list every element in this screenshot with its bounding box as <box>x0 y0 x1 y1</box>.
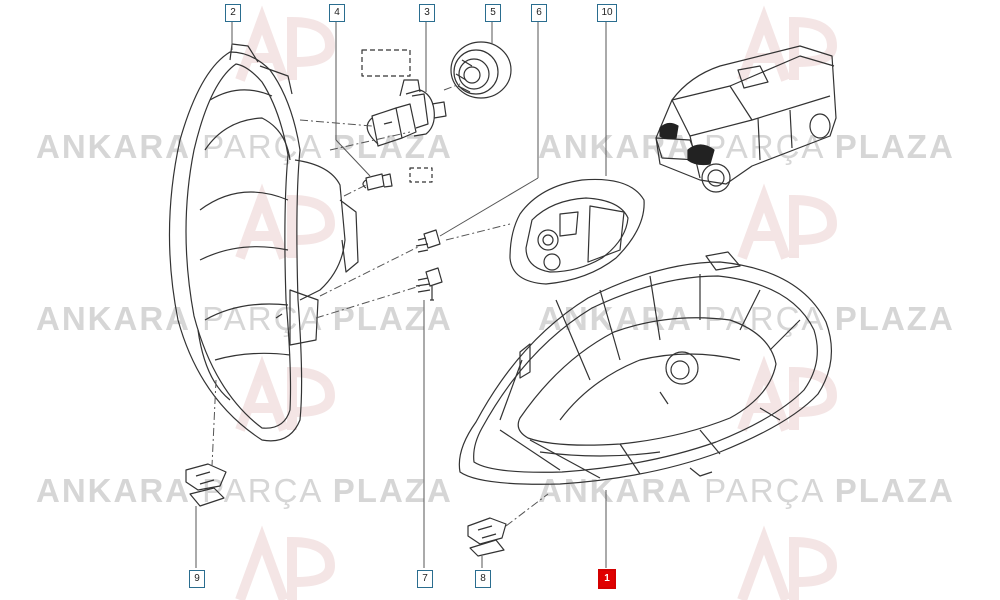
watermark-row-2: ANKARA PARÇA PLAZA <box>36 300 453 337</box>
part-tag-6[interactable]: 6 <box>531 4 547 22</box>
bulb-detail-box <box>361 49 411 77</box>
watermark-row-2b: ANKARA PARÇA PLAZA <box>538 300 955 337</box>
part-tag-8[interactable]: 8 <box>475 570 491 588</box>
ap-logo-mark <box>737 183 838 260</box>
ap-logo-mark <box>235 183 336 260</box>
part-tag-10[interactable]: 10 <box>597 4 617 22</box>
mounting-clip-right <box>467 517 507 557</box>
assembly-axes <box>211 83 549 527</box>
van-headlamp-right <box>687 144 715 166</box>
part-tag-7[interactable]: 7 <box>417 570 433 588</box>
bulb-detail-box-small <box>409 167 433 183</box>
parking-bulb <box>362 173 393 191</box>
leader-lines <box>195 20 607 568</box>
watermark-row-1: ANKARA PARÇA PLAZA <box>36 128 453 165</box>
van-headlamp-left <box>659 122 679 140</box>
part-tag-5[interactable]: 5 <box>485 4 501 22</box>
van-illustration <box>655 45 837 193</box>
watermark-row-3b: ANKARA PARÇA PLAZA <box>538 472 955 509</box>
ap-logo-mark <box>235 525 336 600</box>
adjuster-screws <box>415 229 443 301</box>
watermark-row-3: ANKARA PARÇA PLAZA <box>36 472 453 509</box>
ap-logo-watermarks <box>235 5 838 600</box>
part-tag-1-highlighted[interactable]: 1 <box>598 569 616 589</box>
part-tag-9[interactable]: 9 <box>189 570 205 588</box>
ap-logo-mark <box>235 5 336 82</box>
ap-logo-mark <box>737 525 838 600</box>
part-tag-4[interactable]: 4 <box>329 4 345 22</box>
mounting-clip-left <box>185 463 227 507</box>
part-tag-3[interactable]: 3 <box>419 4 435 22</box>
headlamp-assembly <box>458 251 832 485</box>
halogen-bulb <box>366 79 447 147</box>
part-tag-2[interactable]: 2 <box>225 4 241 22</box>
dust-cap <box>450 41 512 99</box>
ap-logo-mark <box>737 5 838 82</box>
bulb-holder <box>509 178 645 285</box>
ap-logo-mark <box>235 355 336 432</box>
headlamp-housing-rear <box>168 43 359 442</box>
